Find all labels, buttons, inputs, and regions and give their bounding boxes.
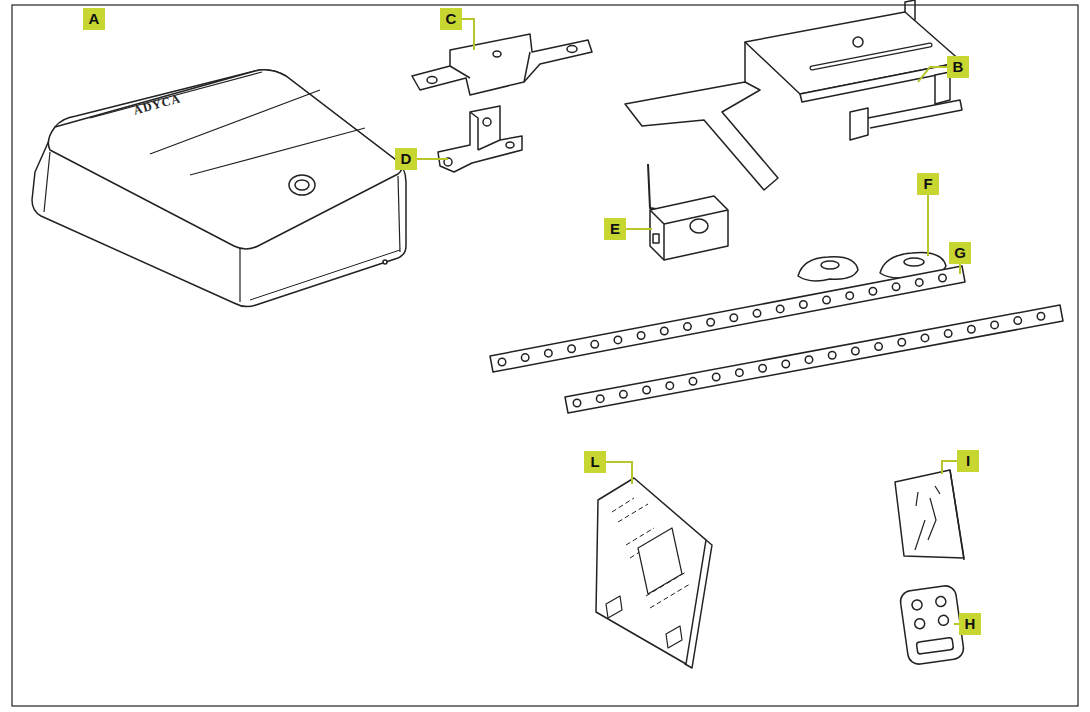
bracket-flange: [868, 100, 962, 128]
plate-slot: [812, 45, 930, 68]
remote-control: [899, 584, 965, 665]
plate-hole: [853, 37, 863, 47]
limit-switch: [648, 164, 728, 260]
card-outline: [895, 470, 964, 558]
bracket-hole: [506, 142, 514, 148]
leader-line: [927, 195, 929, 256]
bracket-outline: [438, 106, 522, 172]
leader-line: [626, 228, 652, 230]
leader-line: [918, 67, 947, 82]
bracket-hole: [567, 46, 577, 53]
bracket-c: [412, 34, 592, 95]
booklet-figure: [638, 528, 682, 594]
remote-led: [916, 637, 953, 654]
bracket-d: [438, 106, 522, 172]
callout-letter: E: [604, 218, 626, 240]
strip-body: [565, 305, 1063, 413]
switch-hole: [690, 219, 708, 233]
bracket-fold: [450, 52, 530, 82]
bracket-tab: [745, 0, 915, 82]
housing-outline: [32, 70, 406, 307]
bracket-fold: [470, 112, 500, 150]
strip-body: [490, 266, 965, 372]
bracket-outline: [412, 34, 592, 95]
callout-letter: F: [917, 173, 939, 195]
remote-button: [911, 599, 922, 610]
housing-edge: [44, 152, 400, 302]
leader-line: [959, 264, 961, 274]
housing-top: [48, 70, 401, 249]
plate-slot: [812, 45, 930, 68]
pad-hole: [904, 258, 924, 266]
hex-key: [648, 164, 662, 210]
warning-card: [895, 470, 964, 560]
housing-screw: [383, 260, 387, 264]
housing-base-line: [250, 250, 400, 300]
booklet-text-line: [612, 498, 690, 608]
bracket-hole: [493, 51, 501, 57]
housing-hole: [295, 180, 309, 190]
frame-border: [12, 5, 1078, 706]
plate-top: [745, 12, 962, 94]
motor-housing: [32, 70, 406, 307]
mounting-bracket: [625, 0, 962, 190]
leader-line: [462, 19, 474, 50]
switch-box: [650, 196, 728, 260]
manual-booklet: [596, 478, 712, 668]
remote-button: [938, 615, 949, 626]
callout-letter: B: [947, 56, 969, 78]
remote-body: [899, 584, 965, 665]
pad-outline: [798, 257, 858, 281]
switch-terminal: [653, 234, 659, 243]
strip-holes: [577, 314, 1053, 403]
bracket-tab: [850, 72, 950, 140]
strip-holes: [577, 314, 1053, 403]
leader-line: [606, 462, 632, 484]
callout-letter: G: [949, 242, 971, 264]
pad-hole: [821, 261, 839, 269]
card-pictogram: [915, 486, 940, 550]
callout-letter: D: [395, 148, 417, 170]
callout-letter: L: [584, 451, 606, 473]
cover-seam: [90, 72, 365, 175]
leader-lines: [417, 19, 960, 624]
remote-buttons: [910, 596, 953, 654]
remote-button: [914, 618, 925, 629]
booklet-cover: [596, 478, 706, 664]
callout-letter: H: [959, 613, 981, 635]
card-fold: [950, 470, 964, 560]
callout-letter: C: [440, 8, 462, 30]
housing-hole: [289, 175, 315, 195]
brand-logo: ADYCA: [132, 91, 183, 118]
callout-letter: I: [957, 450, 979, 472]
leader-line: [417, 158, 448, 160]
booklet-box: [606, 596, 682, 648]
perforated-strip: [490, 266, 1063, 413]
callout-letter: A: [83, 8, 105, 30]
switch-edge: [650, 210, 728, 260]
leader-line: [942, 461, 957, 474]
bracket-hole: [483, 118, 491, 126]
remote-button: [935, 596, 946, 607]
bracket-hole: [427, 77, 437, 84]
